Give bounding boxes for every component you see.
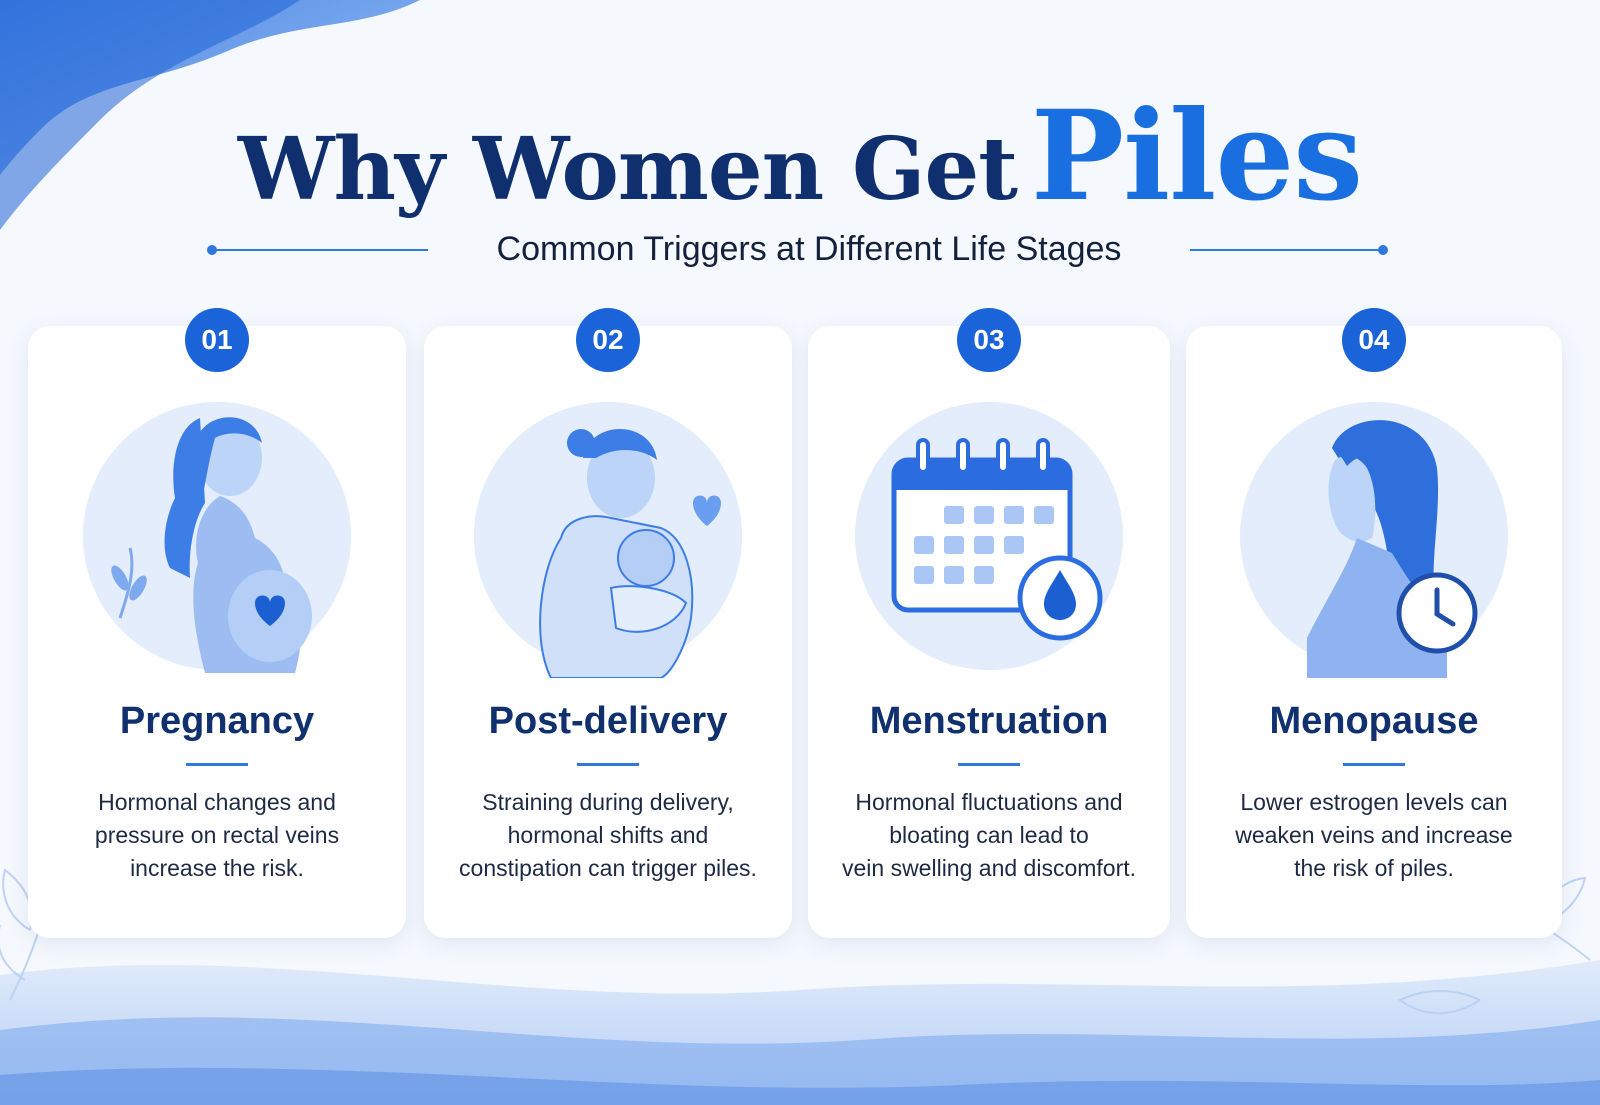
description-line: Lower estrogen levels can: [1240, 789, 1508, 815]
divider-dot-right: [1378, 245, 1388, 255]
card-menopause: 04 Menopause Lower estrogen levels can w…: [1186, 308, 1562, 938]
card-title: Menopause: [1269, 700, 1479, 742]
card-description: Hormonal changes and pressure on rectal …: [38, 786, 396, 885]
card-description: Hormonal fluctuations and bloating can l…: [818, 786, 1160, 885]
description-line: pressure on rectal veins: [94, 822, 340, 848]
description-line: weaken veins and increase: [1235, 822, 1513, 848]
description-line: Straining during delivery,: [482, 789, 734, 815]
description-line: bloating can lead to: [889, 822, 1089, 848]
description-line: constipation can trigger piles.: [459, 855, 757, 881]
step-badge: 04: [1342, 308, 1406, 372]
card-menstruation: 03: [808, 308, 1170, 938]
card-title-underline: [1343, 763, 1405, 766]
description-line: vein swelling and discomfort.: [841, 855, 1137, 881]
description-line: the risk of piles.: [1294, 855, 1454, 881]
card-title-underline: [186, 763, 248, 766]
step-badge: 03: [957, 308, 1021, 372]
subtitle: Common Triggers at Different Life Stages: [496, 230, 1122, 268]
divider-line-right: [1190, 249, 1384, 251]
description-line: increase the risk.: [130, 855, 304, 881]
card-description: Lower estrogen levels can weaken veins a…: [1196, 786, 1552, 885]
step-badge: 01: [185, 308, 249, 372]
pregnant-woman-icon: [83, 402, 351, 673]
title-accent: Piles: [1030, 84, 1363, 229]
card-title-underline: [577, 763, 639, 766]
card-title-underline: [958, 763, 1020, 766]
calendar-drop-icon: [855, 402, 1123, 670]
description-line: hormonal shifts and: [507, 822, 709, 848]
step-badge: 02: [576, 308, 640, 372]
description-line: Hormonal changes and: [98, 789, 336, 815]
card-title: Post-delivery: [488, 700, 728, 742]
card-pregnancy: 01 Pregnancy Hormonal changes and pressu…: [28, 308, 406, 938]
card-post-delivery: 02 Post-delivery Straining during delive…: [424, 308, 792, 938]
card-description: Straining during delivery, hormonal shif…: [434, 786, 782, 885]
mother-baby-icon: [474, 402, 742, 678]
divider-line-left: [212, 249, 428, 251]
description-line: Hormonal fluctuations and: [855, 789, 1123, 815]
subtitle-row: Common Triggers at Different Life Stages: [0, 224, 1600, 274]
card-title: Pregnancy: [119, 700, 315, 742]
card-title: Menstruation: [869, 700, 1109, 742]
woman-clock-icon: [1240, 402, 1508, 678]
title-main: Why Women Get: [237, 119, 1018, 220]
